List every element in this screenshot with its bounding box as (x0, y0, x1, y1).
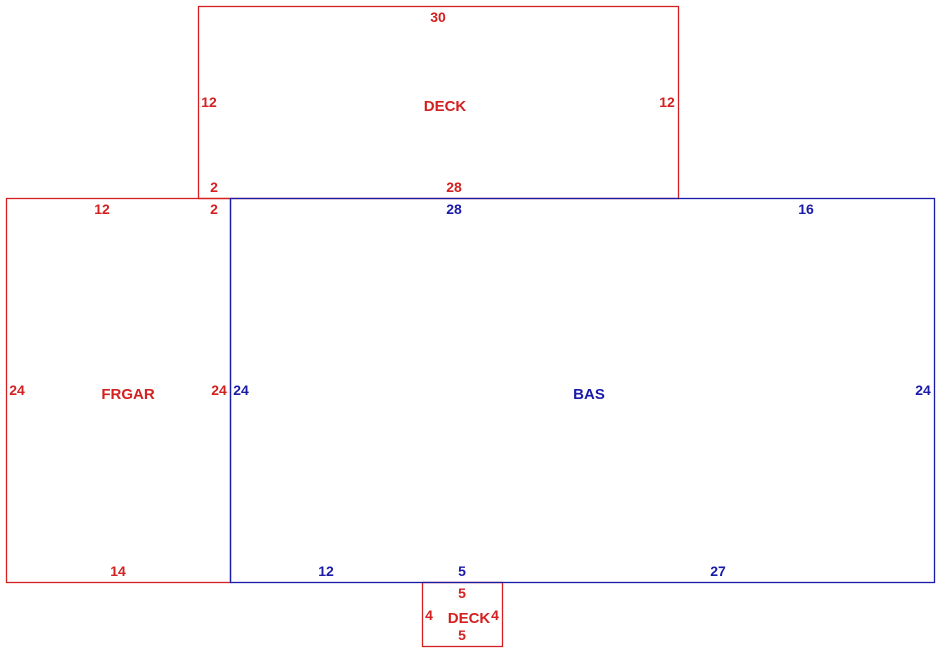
garage-dim-right: 24 (211, 382, 227, 398)
garage-dim-top-right: 2 (210, 201, 218, 217)
deck-bottom-dim-left: 4 (425, 607, 433, 623)
bas-dim-left: 24 (233, 382, 249, 398)
deck-top-dim-bottom-left: 2 (210, 179, 218, 195)
bas-outline (229, 197, 936, 584)
garage-dim-bottom: 14 (110, 563, 126, 579)
bas-dim-bottom-right: 27 (710, 563, 726, 579)
deck-top-dim-top: 30 (430, 9, 446, 25)
bas-dim-top-right: 16 (798, 201, 814, 217)
garage-label: FRGAR (101, 386, 154, 403)
bas-dim-top-left: 28 (446, 201, 462, 217)
deck-bottom-dim-bottom: 5 (458, 627, 466, 643)
deck-bottom-dim-right: 4 (491, 607, 499, 623)
garage-dim-left: 24 (9, 382, 25, 398)
bas-dim-right: 24 (915, 382, 931, 398)
bas-dim-bottom-mid: 5 (458, 563, 466, 579)
deck-top-dim-left: 12 (201, 94, 217, 110)
deck-top-label: DECK (424, 98, 467, 115)
bas-dim-bottom-left: 12 (318, 563, 334, 579)
garage-dim-top: 12 (94, 201, 110, 217)
deck-top-dim-bottom: 28 (446, 179, 462, 195)
bas-label: BAS (573, 386, 605, 403)
deck-bottom-dim-top: 5 (458, 585, 466, 601)
deck-bottom-label: DECK (448, 610, 491, 627)
deck-top-dim-right: 12 (659, 94, 675, 110)
